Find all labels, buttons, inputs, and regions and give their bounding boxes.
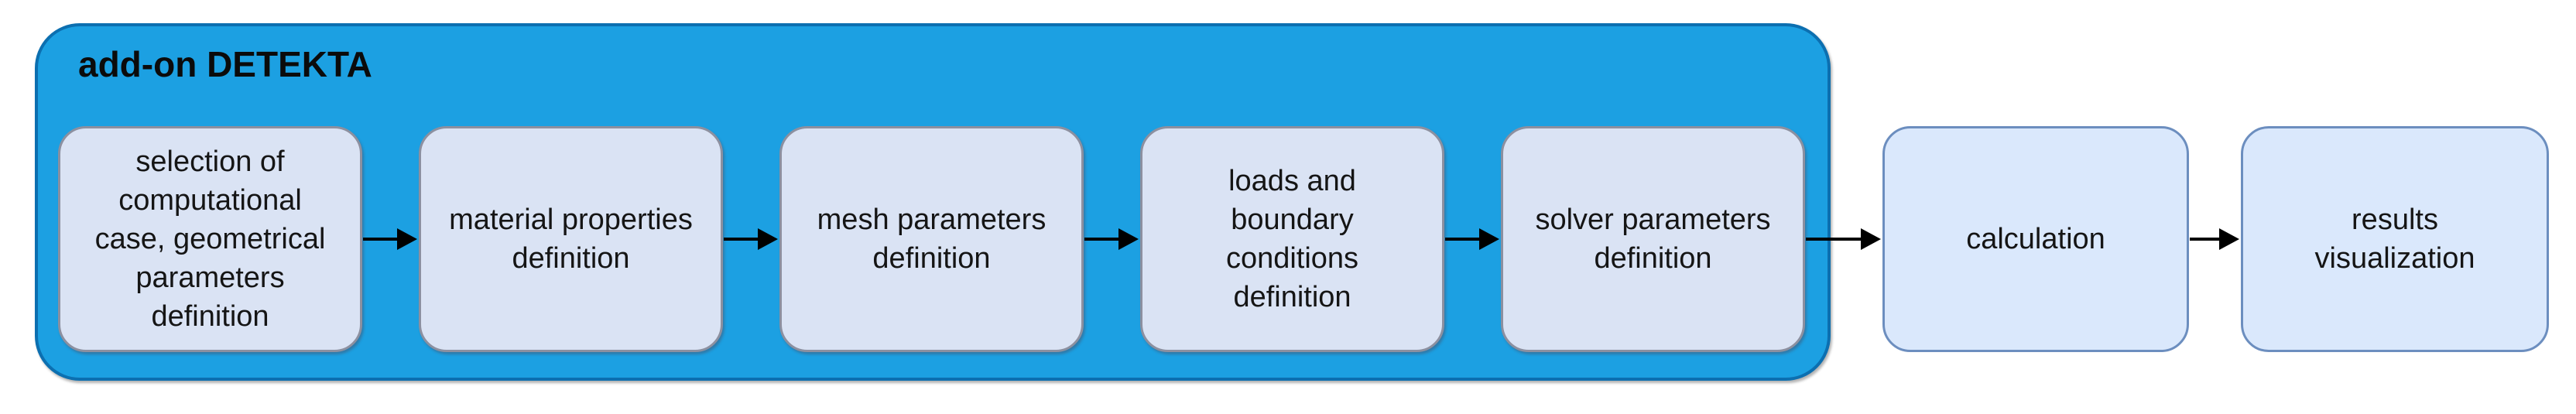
- arrow-shaft: [1084, 238, 1120, 241]
- flow-arrow-5: [1806, 228, 1881, 250]
- flow-arrow-4: [1445, 228, 1499, 250]
- arrow-shaft: [1806, 238, 1862, 241]
- step-label: material properties definition: [449, 204, 693, 275]
- step-box-calculation: calculation: [1882, 126, 2189, 352]
- step-label: solver parameters definition: [1535, 204, 1771, 275]
- arrow-head-icon: [2219, 228, 2239, 250]
- arrow-shaft: [1445, 238, 1481, 241]
- step-label: selection of computational case, geometr…: [94, 145, 326, 333]
- flow-arrow-1: [363, 228, 417, 250]
- step-label: loads and boundary conditions definition: [1225, 165, 1359, 313]
- step-box-material-properties: material properties definition: [419, 126, 723, 352]
- step-box-results-visualization: results visualization: [2241, 126, 2549, 352]
- step-box-solver-parameters: solver parameters definition: [1501, 126, 1805, 352]
- step-label: results visualization: [2314, 204, 2475, 275]
- step-label: mesh parameters definition: [817, 204, 1046, 275]
- arrow-shaft: [363, 238, 399, 241]
- step-label: calculation: [1966, 223, 2105, 255]
- flow-arrow-3: [1084, 228, 1139, 250]
- step-box-selection-geometry: selection of computational case, geometr…: [58, 126, 362, 352]
- container-title: add-on DETEKTA: [78, 44, 372, 84]
- arrow-head-icon: [758, 228, 778, 250]
- arrow-shaft: [2190, 238, 2221, 241]
- arrow-head-icon: [1861, 228, 1881, 250]
- arrow-head-icon: [1479, 228, 1499, 250]
- flow-arrow-6: [2190, 228, 2239, 250]
- step-box-mesh-parameters: mesh parameters definition: [779, 126, 1084, 352]
- arrow-shaft: [724, 238, 759, 241]
- step-box-loads-boundary-conditions: loads and boundary conditions definition: [1140, 126, 1444, 352]
- arrow-head-icon: [397, 228, 417, 250]
- arrow-head-icon: [1118, 228, 1139, 250]
- flow-arrow-2: [724, 228, 778, 250]
